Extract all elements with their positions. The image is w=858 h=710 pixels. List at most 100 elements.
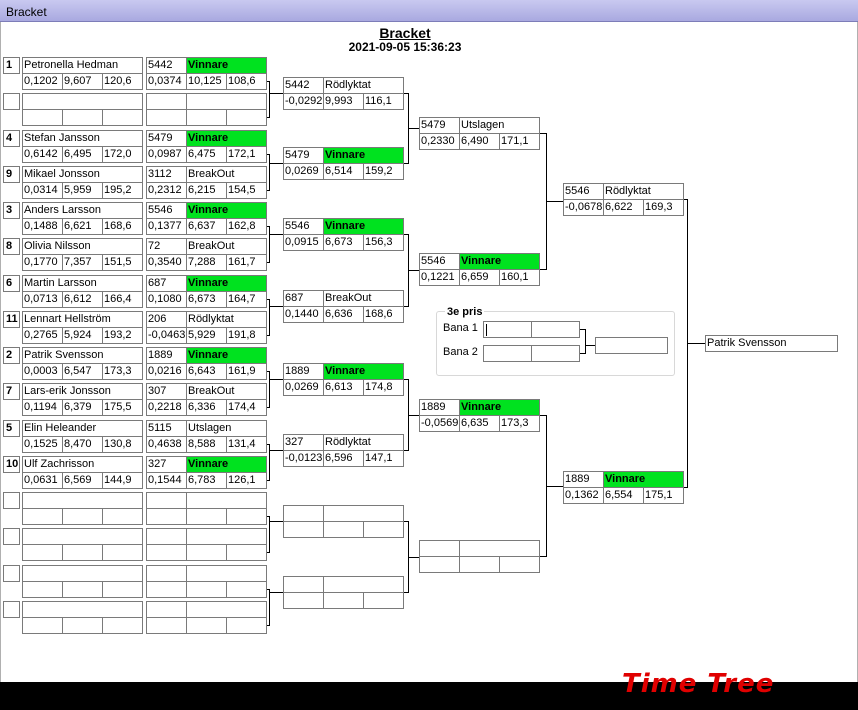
r3-car[interactable] [419, 540, 460, 557]
driver-name[interactable]: Petronella Hedman [22, 57, 143, 74]
driver-name[interactable]: Patrik Svensson [22, 347, 143, 364]
lane1-car-input[interactable] [483, 321, 532, 338]
r2-car[interactable] [283, 576, 324, 593]
r1-car[interactable]: 5442 [146, 57, 187, 74]
bracket-connector-line [404, 93, 409, 94]
r1-reaction-time [146, 109, 187, 126]
r2-speed: 168,6 [363, 306, 404, 323]
r1-speed: 174,4 [226, 399, 267, 416]
driver-name[interactable] [22, 492, 143, 509]
r1-speed: 108,6 [226, 73, 267, 90]
r1-car[interactable] [146, 565, 187, 582]
seed-box [3, 93, 20, 110]
r1-reaction-time: 0,0374 [146, 73, 187, 90]
bracket-connector-line [269, 234, 283, 235]
r2-car[interactable] [283, 505, 324, 522]
driver-name[interactable]: Stefan Jansson [22, 130, 143, 147]
driver-name[interactable]: Olivia Nilsson [22, 238, 143, 255]
driver-elapsed-time [62, 544, 103, 561]
driver-name[interactable] [22, 565, 143, 582]
driver-elapsed-time: 6,569 [62, 472, 103, 489]
driver-name[interactable]: Mikael Jonsson [22, 166, 143, 183]
r1-car[interactable]: 206 [146, 311, 187, 328]
bracket-connector-line [540, 269, 547, 270]
r4-result: Rödlyktat [603, 183, 684, 200]
r2-speed: 159,2 [363, 163, 404, 180]
r3-car[interactable]: 5479 [419, 117, 460, 134]
r1-car[interactable]: 687 [146, 275, 187, 292]
driver-name[interactable]: Martin Larsson [22, 275, 143, 292]
driver-speed [102, 544, 143, 561]
driver-name[interactable] [22, 601, 143, 618]
r3-speed [499, 556, 540, 573]
driver-name[interactable]: Lennart Hellström [22, 311, 143, 328]
r1-elapsed-time: 7,288 [186, 254, 227, 271]
r1-elapsed-time: 8,588 [186, 436, 227, 453]
driver-name[interactable] [22, 93, 143, 110]
seed-box: 1 [3, 57, 20, 74]
driver-elapsed-time: 6,495 [62, 146, 103, 163]
r1-car[interactable] [146, 528, 187, 545]
r2-car[interactable]: 5546 [283, 218, 324, 235]
bracket-connector-line [540, 133, 547, 134]
r1-car[interactable]: 5115 [146, 420, 187, 437]
driver-reaction-time [22, 508, 63, 525]
r1-reaction-time [146, 508, 187, 525]
r1-car[interactable] [146, 492, 187, 509]
bracket-connector-line [267, 335, 270, 336]
bracket-connector-line [408, 270, 419, 271]
r3-car[interactable]: 1889 [419, 399, 460, 416]
r4-car[interactable]: 1889 [563, 471, 604, 488]
driver-reaction-time: 0,1488 [22, 218, 63, 235]
r1-car[interactable]: 327 [146, 456, 187, 473]
driver-speed: 195,2 [102, 182, 143, 199]
driver-reaction-time [22, 109, 63, 126]
r2-speed: 116,1 [363, 93, 404, 110]
driver-name[interactable]: Elin Heleander [22, 420, 143, 437]
r4-elapsed-time: 6,622 [603, 199, 644, 216]
driver-name[interactable] [22, 528, 143, 545]
r1-result: Rödlyktat [186, 311, 267, 328]
driver-speed [102, 508, 143, 525]
r2-speed: 147,1 [363, 450, 404, 467]
r2-car[interactable]: 5442 [283, 77, 324, 94]
r1-car[interactable]: 307 [146, 383, 187, 400]
bracket-connector-line [267, 552, 270, 553]
r4-car[interactable]: 5546 [563, 183, 604, 200]
r2-reaction-time: -0,0292 [283, 93, 324, 110]
driver-name[interactable]: Lars-erik Jonsson [22, 383, 143, 400]
r1-car[interactable] [146, 93, 187, 110]
r4-result: Vinnare [603, 471, 684, 488]
r2-car[interactable]: 1889 [283, 363, 324, 380]
lane2-result-input[interactable] [531, 345, 580, 362]
r2-car[interactable]: 5479 [283, 147, 324, 164]
lane1-result-input[interactable] [531, 321, 580, 338]
r3-car[interactable]: 5546 [419, 253, 460, 270]
r1-reaction-time: 0,2218 [146, 399, 187, 416]
driver-name[interactable]: Ulf Zachrisson [22, 456, 143, 473]
driver-speed: 168,6 [102, 218, 143, 235]
driver-elapsed-time: 7,357 [62, 254, 103, 271]
driver-elapsed-time: 9,607 [62, 73, 103, 90]
r1-car[interactable]: 5546 [146, 202, 187, 219]
bracket-connector-line [408, 557, 419, 558]
r1-elapsed-time: 6,673 [186, 291, 227, 308]
driver-speed: 120,6 [102, 73, 143, 90]
r1-car[interactable]: 5479 [146, 130, 187, 147]
r3-elapsed-time [459, 556, 500, 573]
bracket-connector-line [404, 306, 409, 307]
lane2-car-input[interactable] [483, 345, 532, 362]
r1-reaction-time: 0,0216 [146, 363, 187, 380]
bracket-connector-line [267, 407, 270, 408]
r1-car[interactable]: 3112 [146, 166, 187, 183]
r1-result [186, 93, 267, 110]
driver-name[interactable]: Anders Larsson [22, 202, 143, 219]
r3-reaction-time: -0,0569 [419, 415, 460, 432]
r1-car[interactable]: 72 [146, 238, 187, 255]
r2-car[interactable]: 687 [283, 290, 324, 307]
seed-box: 3 [3, 202, 20, 219]
r1-car[interactable] [146, 601, 187, 618]
r1-car[interactable]: 1889 [146, 347, 187, 364]
r2-car[interactable]: 327 [283, 434, 324, 451]
r1-elapsed-time: 10,125 [186, 73, 227, 90]
